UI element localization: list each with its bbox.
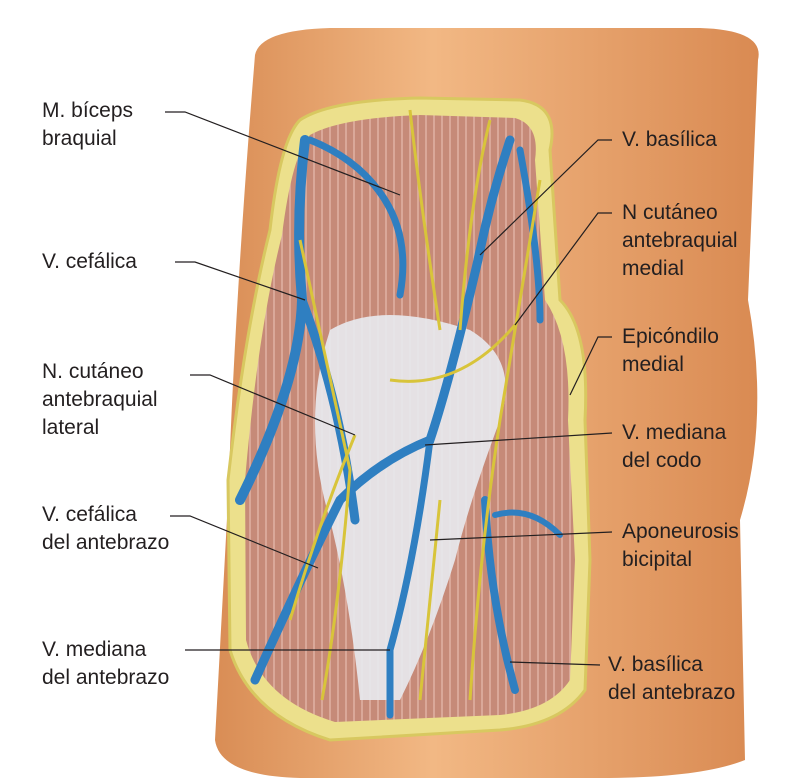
label-vena-basilica: V. basílica — [622, 128, 717, 151]
nerves — [288, 109, 542, 701]
leader-lines — [165, 111, 613, 666]
aponeurosis-shape — [315, 315, 506, 700]
label-vena-cefalica: V. cefálica — [42, 250, 137, 273]
